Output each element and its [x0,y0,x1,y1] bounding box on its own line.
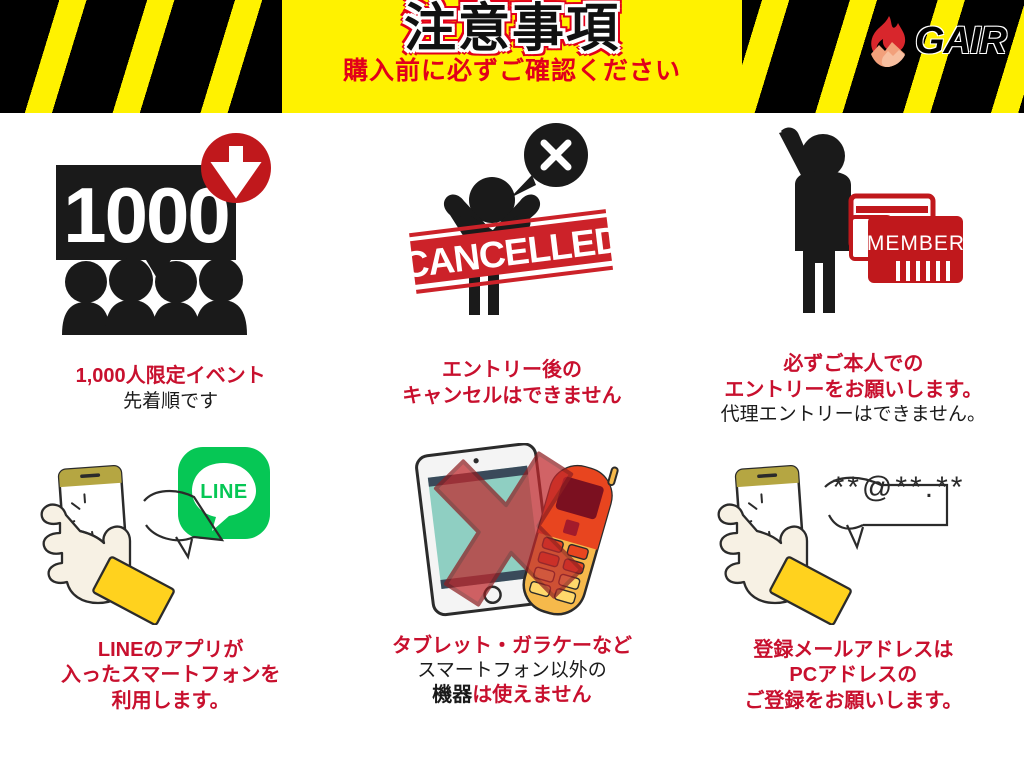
notice-item-self-entry-only: MEMBER 必ずご本人での エントリーをお願いします。 代理エントリーはできま… [683,113,1024,441]
notice-item-pc-mail-address: **@**.** [683,441,1024,768]
page-header: 注意事項 購入前に必ずご確認ください GAIR [0,0,1024,113]
header-title-block: 注意事項 購入前に必ずご確認ください [282,0,742,113]
brand-logo-text: GAIR [915,19,1007,62]
caption-line-mixed: 機器は使えません [392,683,632,709]
caption-line: 先着順です [123,390,219,412]
notice-caption: 登録メールアドレスは PCアドレスの ご登録をお願いします。 [744,638,962,715]
caption-line: LINEのアプリが [97,638,244,661]
hand-holding-smartphone-icon: LINE [21,443,321,628]
flame-icon [865,14,911,68]
notice-caption: 1,000人限定イベント 先着順です [76,364,266,414]
caption-line: エントリーをお願いします。 [724,378,983,401]
caption-line: キャンセルはできません [402,384,622,407]
notice-caption: 必ずご本人での エントリーをお願いします。 代理エントリーはできません。 [721,352,986,428]
crowd-counter-label: 1000 [63,171,229,259]
caption-part-black: 機器 [432,684,473,707]
notice-item-limit-1000: 1000 1,000人限定イベント 先着順です [0,113,341,441]
notice-item-line-app-required: LINE [0,441,341,768]
caption-line: 必ずご本人での [783,353,924,375]
member-card-label: MEMBER [867,232,965,255]
email-placeholder-text: **@**.** [833,471,966,504]
caption-line: PCアドレスの [789,664,918,687]
page-title: 注意事項 [403,0,620,58]
svg-text:LINE: LINE [200,481,248,503]
tablet-and-feature-phone-crossed-icon [387,441,637,626]
person-cancelled-icon: CANCELLED [387,123,637,338]
caption-line: 利用します。 [111,689,230,712]
line-app-icon: LINE [177,447,270,539]
notice-item-no-cancel: CANCELLED エントリー後の キャンセルはできません [341,113,682,441]
caption-part-red: は使えません [472,684,592,707]
notice-caption: タブレット・ガラケーなど スマートフォン以外の 機器は使えません [392,634,632,710]
crowd-with-counter-icon: 1000 [31,127,311,342]
caption-line: 1,000人限定イベント [75,365,266,387]
caption-line: 登録メールアドレスは [753,638,954,661]
notice-caption: LINEのアプリが 入ったスマートフォンを 利用します。 [61,638,280,715]
caption-line: ご登録をお願いします。 [744,689,963,712]
caption-line: タブレット・ガラケーなど [391,634,632,657]
caption-line: 代理エントリーはできません。 [720,404,987,426]
page-subtitle: 購入前に必ずご確認ください [342,57,681,86]
brand-logo: GAIR [865,14,1007,68]
notice-caption: エントリー後の キャンセルはできません [402,358,621,409]
person-with-member-card-icon: MEMBER [713,123,993,338]
caption-line: エントリー後の [441,359,582,381]
caption-line: 入ったスマートフォンを [60,664,281,687]
hand-holding-smartphone-icon: **@**.** [703,443,1003,628]
notice-item-no-tablet-featurephone: タブレット・ガラケーなど スマートフォン以外の 機器は使えません [341,441,682,768]
caption-line: スマートフォン以外の [417,660,607,682]
notice-grid: 1000 1,000人限定イベント 先着順です [0,113,1024,768]
